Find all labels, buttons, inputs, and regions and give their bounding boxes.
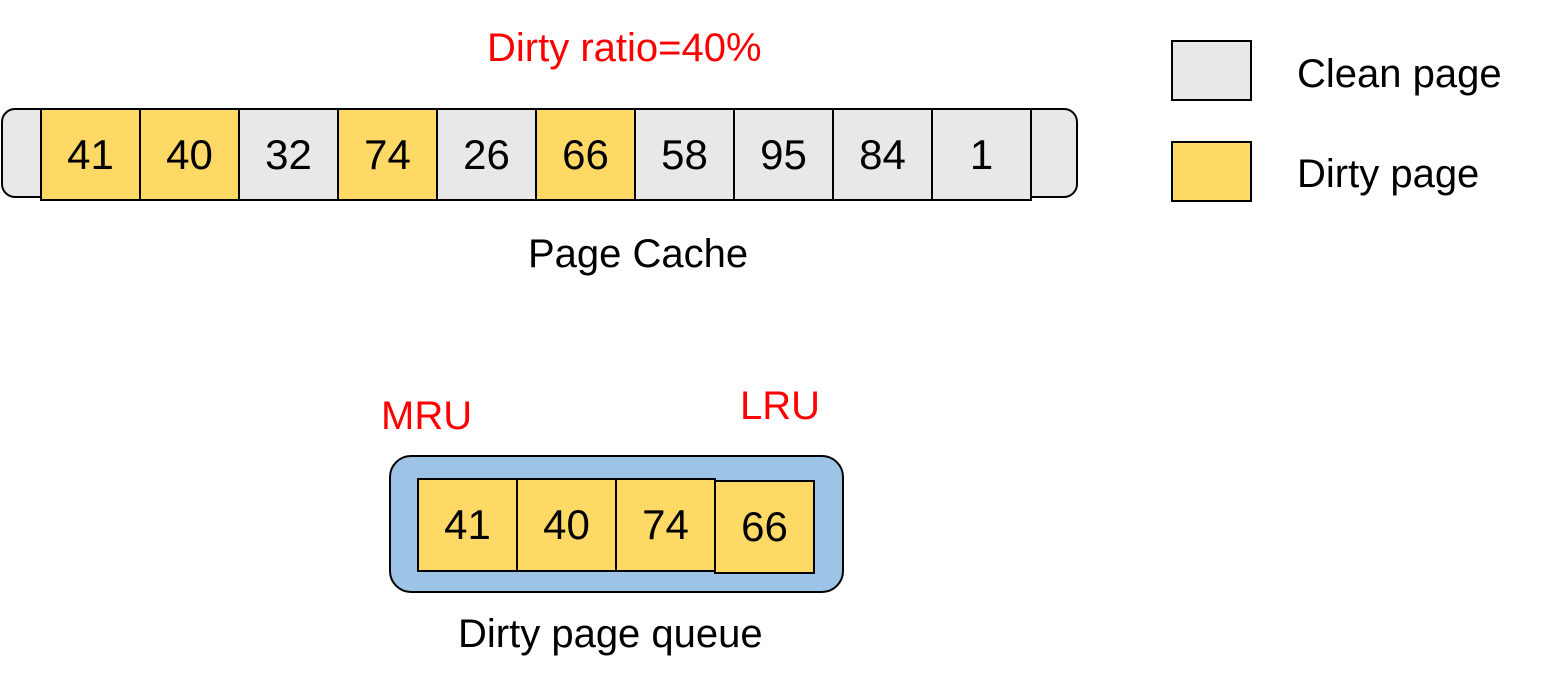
page-cache-cell-clean: 26 [436,108,537,201]
page-cache-cell-clean: 32 [238,108,339,201]
dirty-queue-title: Dirty page queue [458,612,763,656]
dirty-ratio-label: Dirty ratio=40% [487,26,762,70]
page-cache-cell-dirty: 74 [337,108,438,201]
page-cache-cell-dirty: 40 [139,108,240,201]
page-cache-cell-clean: 1 [931,108,1032,201]
page-cache-cell-clean: 58 [634,108,735,201]
mru-label: MRU [381,394,473,438]
page-cache-title: Page Cache [528,232,749,276]
dirty-queue-cell: 41 [417,478,518,572]
page-cache-cell-clean: 84 [832,108,933,201]
dirty-queue-cell: 40 [516,478,617,572]
lru-label: LRU [740,384,821,428]
dirty-queue-cell: 74 [615,478,716,572]
page-cache-cell-dirty: 66 [535,108,636,201]
legend-clean-label: Clean page [1297,52,1502,96]
legend-dirty-label: Dirty page [1297,152,1480,196]
legend-clean-swatch [1171,40,1252,101]
dirty-queue-cell: 66 [714,480,815,574]
legend-dirty-swatch [1171,141,1252,202]
page-cache-cell-clean: 95 [733,108,834,201]
page-cache-cell-dirty: 41 [40,108,141,201]
